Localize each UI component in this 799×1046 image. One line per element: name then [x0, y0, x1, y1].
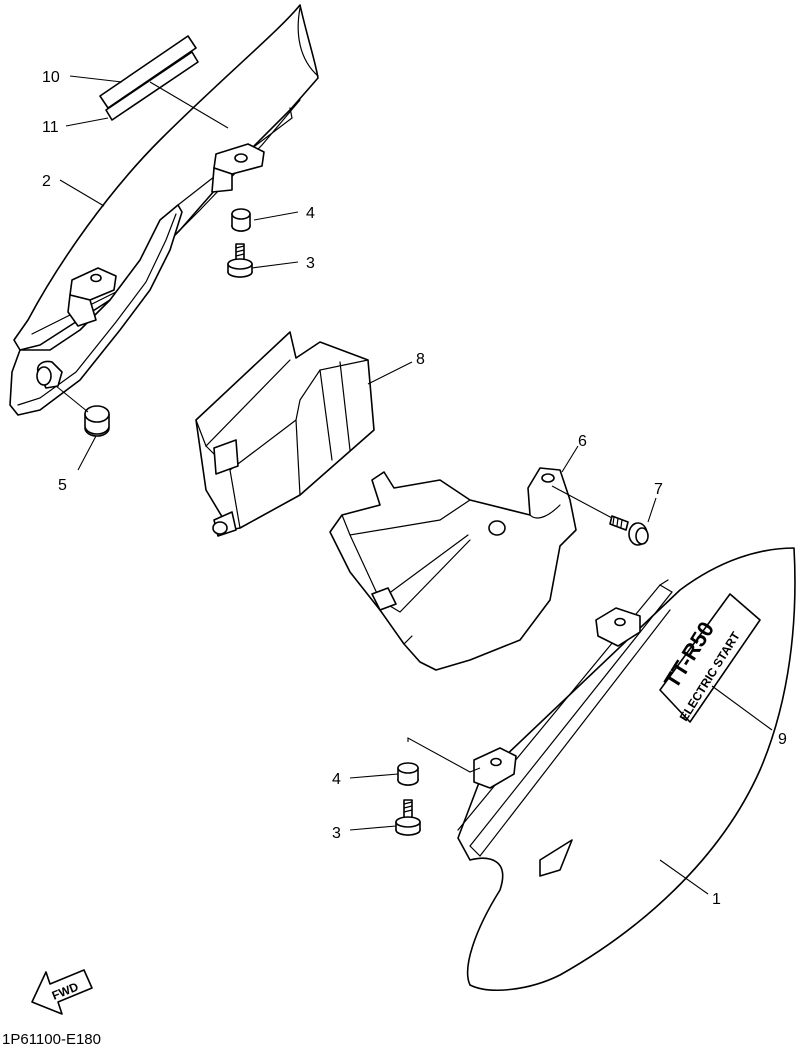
callout-6: 6	[578, 433, 587, 450]
callout-7: 7	[654, 481, 663, 498]
part-2-upper-side-cover	[9, 4, 319, 416]
callout-4-lower: 4	[332, 771, 341, 788]
callouts: 10 11 2 4 3 8 5 6 7 9 4 3 1	[42, 69, 787, 908]
fwd-arrow: FWD	[31, 969, 93, 1015]
callout-1: 1	[712, 891, 721, 908]
callout-10: 10	[42, 69, 60, 86]
callout-5: 5	[58, 477, 67, 494]
part-7-bolt	[609, 515, 649, 546]
callout-3-lower: 3	[332, 825, 341, 842]
callout-3-upper: 3	[306, 255, 315, 272]
callout-4-upper: 4	[306, 205, 315, 222]
part-4-collar-upper	[231, 208, 251, 232]
part-4-collar-lower	[397, 762, 419, 786]
part-3-screw-lower	[395, 799, 421, 836]
leader-lines	[55, 75, 773, 895]
part-8-box	[195, 331, 375, 537]
part-6-bracket	[329, 467, 577, 671]
part-5-grommet	[84, 405, 110, 437]
part-1-main-side-cover	[457, 547, 796, 991]
part-3-screw-upper	[227, 243, 253, 278]
parts-10-11-decal-strips	[99, 35, 199, 121]
callout-2: 2	[42, 173, 51, 190]
callout-8: 8	[416, 351, 425, 368]
callout-9: 9	[778, 731, 787, 748]
diagram-code: 1P61100-E180	[2, 1031, 101, 1046]
callout-11: 11	[42, 119, 59, 136]
